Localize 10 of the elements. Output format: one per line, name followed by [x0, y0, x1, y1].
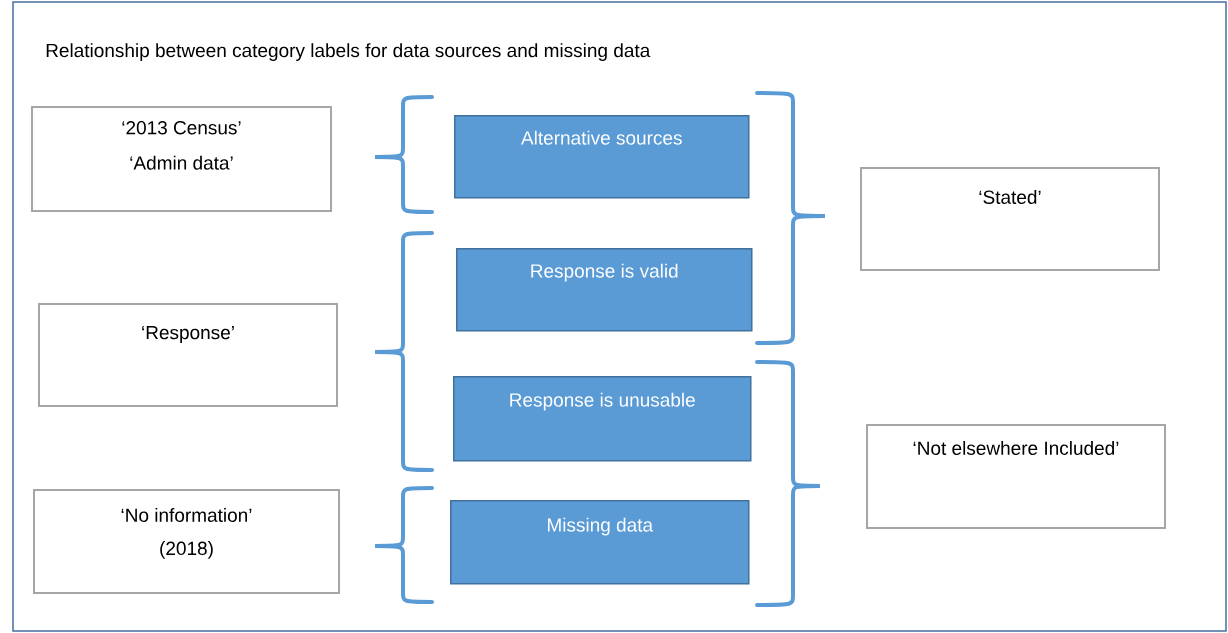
category-box: Missing data [450, 500, 750, 585]
label-box: ‘2013 Census’ ‘Admin data’ [31, 106, 332, 212]
category-box: Response is unusable [453, 376, 752, 462]
label-box: ‘No information’ (2018) [33, 489, 340, 594]
label-box: ‘Stated’ [860, 167, 1160, 271]
category-box: Alternative sources [454, 115, 750, 199]
category-box: Response is valid [456, 248, 753, 332]
label-box: ‘Not elsewhere Included’ [866, 424, 1166, 529]
label-box: ‘Response’ [38, 303, 338, 407]
title: Relationship between category labels for data sources and missing data [46, 43, 651, 61]
